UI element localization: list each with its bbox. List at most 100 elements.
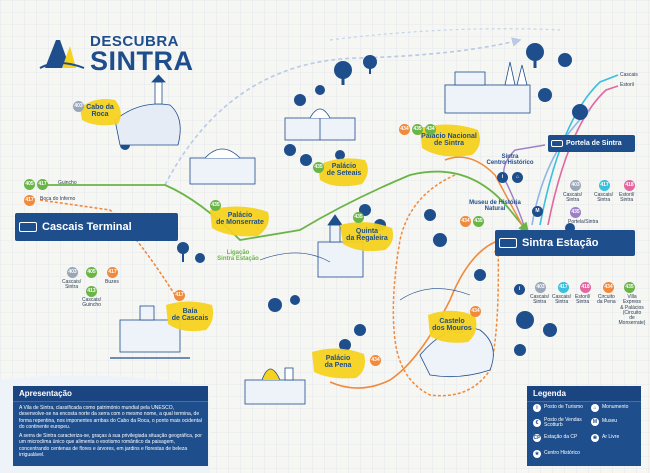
estacao-route-label-1: Cascais/ Sintra [530,294,550,306]
stop-buzes: Buzes [105,279,119,285]
route-badge-435-seteais[interactable]: 435 [313,162,324,173]
route-badge-435-regaleira[interactable]: 435 [353,212,364,223]
train-icon: CP [533,434,541,442]
label-castelo-mouros[interactable]: Castelo dos Mouros [432,318,472,333]
seteais-illustration [284,108,356,141]
stop-cascais-guincho: Cascais/ Guincho [82,297,102,309]
presentation-panel: Apresentação A Vila de Sintra, classific… [13,386,208,466]
estacao-route-label-4: Circuito da Pena [597,294,616,306]
route-badge-434-pena[interactable]: 434 [370,355,381,366]
route-badge-435-portela-sintra[interactable]: 435 [570,207,581,218]
route-line-orange-loop [392,174,503,397]
pena-illustration [244,367,306,405]
portela-route-label-1: Cascais/ Sintra [563,192,583,204]
route-badge-403-top[interactable]: 403 [73,101,84,112]
ticket-icon: € [533,419,541,428]
route-badge-417c[interactable]: 417 [107,267,118,278]
estacao-route-label-5: Villa Express & Palácios (Circuito de Mo… [618,294,646,327]
route-badge-403-portela[interactable]: 403 [570,180,581,191]
label-palacio-monserrate[interactable]: Palácio de Monserrate [216,212,264,227]
cabo-da-roca-illustration [114,74,181,146]
route-badge-417-estacao[interactable]: 417 [558,282,569,293]
route-badge-417-portela[interactable]: 417 [599,180,610,191]
brand-line1: DESCUBRA [90,33,180,50]
estacao-route-label-3: Estoril/ Sintra [575,294,591,306]
info-icon: i [533,404,541,412]
route-badge-435-nacional[interactable]: 435 [412,124,423,135]
tree-cluster [120,43,595,356]
monument-icon: ⌂ [512,172,523,183]
route-badge-435-monserrate[interactable]: 435 [210,200,221,211]
cascais-terminal[interactable]: Cascais Terminal [15,213,178,241]
portela-route-label-2: Cascais/ Sintra [594,192,614,204]
portela-route-label-3: Estoril/ Sintra [619,192,635,204]
stop-boca-inferno: Boca do Inferno [40,196,76,202]
brand-line2: SINTRA [90,46,194,76]
presentation-paragraph-1: A Vila de Sintra, classificada como patr… [19,405,202,430]
route-badge-418-portela[interactable]: 418 [624,180,635,191]
label-quinta-regaleira[interactable]: Quinta da Regaleira [346,228,388,243]
route-badge-417-baia[interactable]: 417 [174,290,185,301]
route-badge-434-nacional[interactable]: 434 [399,124,410,135]
route-badge-417[interactable]: 417 [37,179,48,190]
label-palacio-nacional[interactable]: Palácio Nacional de Sintra [421,133,477,148]
route-badge-434-estacao[interactable]: 434 [603,282,614,293]
route-line-orange-center [444,156,523,226]
route-badge-403[interactable]: 403 [67,267,78,278]
stop-estoril-top: Estoril [620,82,634,88]
stop-cascais-top: Cascais [620,72,638,78]
label-museu-historia-natural[interactable]: Museu de História Natural [469,200,521,213]
label-baia-cascais[interactable]: Baía de Cascais [171,308,209,323]
route-badge-434-mouros[interactable]: 434 [470,306,481,317]
legend-title: Legenda [527,386,641,402]
route-badge-435-estacao[interactable]: 435 [624,282,635,293]
baia-cascais-illustration [110,305,190,359]
route-line-green [45,170,530,241]
route-badge-403-estacao[interactable]: 403 [535,282,546,293]
sintra-info-icon: i [514,284,525,295]
stop-guincho: Guincho [58,180,77,186]
legend-item-outdoor: ❀Ar Livre [591,434,620,442]
label-ligacao-sintra-estacao[interactable]: Ligação Sintra Estação [217,250,259,263]
estacao-route-label-2: Cascais/ Sintra [552,294,572,306]
route-badge-435-museu[interactable]: 435 [473,216,484,227]
route-badge-434b-nacional[interactable]: 434 [425,124,436,135]
legend-item-monument: ⌂Monumento [591,404,628,412]
sintra-estacao-label: Sintra Estação [522,237,599,249]
legend-item-sales: €Posto de Vendas Scotturb [533,417,582,429]
monserrate-illustration [189,148,256,185]
museum-icon: M [532,206,543,217]
route-line-cyan [539,74,619,226]
presentation-paragraph-2: A serra de Sintra caracteriza-se, graças… [19,433,202,458]
route-badge-418-estacao[interactable]: 418 [580,282,591,293]
route-line-orange-cascais [39,199,176,296]
museum-icon: M [591,418,599,426]
stop-portela-sintra: Portela/Sintra [568,219,599,225]
info-icon: i [497,172,508,183]
bus-icon [551,140,563,147]
route-badge-405[interactable]: 405 [24,179,35,190]
presentation-title: Apresentação [13,386,208,402]
historic-icon: ★ [533,450,541,458]
route-line-upper [164,37,522,186]
label-sintra-centro-historico[interactable]: Sintra Centro Histórico [486,154,534,167]
legend-item-historic: ★Centro Histórico [533,450,580,458]
route-badge-405b[interactable]: 405 [86,267,97,278]
label-palacio-seteais[interactable]: Palácio de Seteais [326,163,362,178]
bus-icon [499,238,517,248]
palacio-nacional-illustration [444,61,531,114]
route-badge-434-museu[interactable]: 434 [460,216,471,227]
stop-cascais-sintra: Cascais/ Sintra [62,279,82,291]
bus-icon [19,222,37,232]
cascais-terminal-label: Cascais Terminal [42,221,132,233]
label-palacio-pena[interactable]: Palácio da Pena [324,355,352,370]
route-badge-417b[interactable]: 417 [24,195,35,206]
sintra-estacao-terminal[interactable]: Sintra Estação [495,230,635,256]
route-badge-415[interactable]: 413 [86,286,97,297]
label-cabo-da-roca[interactable]: Cabo da Roca [86,104,114,119]
logo-icon [39,40,85,69]
portela-terminal[interactable]: Portela de Sintra [548,135,635,152]
